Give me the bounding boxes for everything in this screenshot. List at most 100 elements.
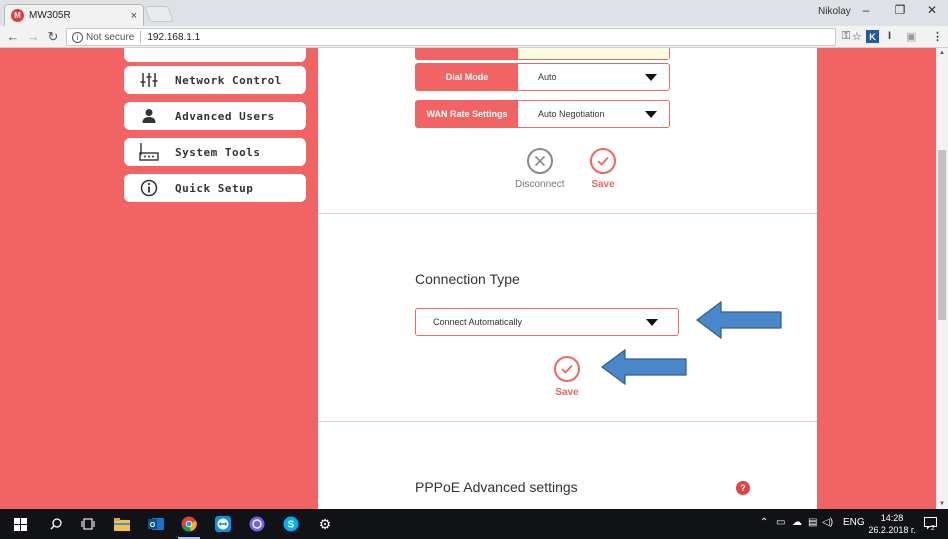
browser-toolbar: ← → ↻ i Not secure 192.168.1.1 ⚿ ☆ K I ▣… [0,26,948,48]
info-icon [138,179,160,197]
outlook-icon[interactable]: O [148,516,164,532]
active-app-indicator [178,537,200,539]
taskbar-clock[interactable]: 14:28 26.2.2018 г. [866,512,918,536]
pppoe-advanced-title: PPPoE Advanced settings [415,479,578,495]
key-icon[interactable]: ⚿ [842,30,851,42]
svg-text:S: S [288,520,295,531]
sidebar-item-label: Network Control [175,73,282,87]
mercusys-favicon-icon: M [11,9,24,22]
task-view-icon[interactable] [80,516,96,532]
tools-icon [138,143,160,161]
info-circle-icon[interactable]: i [72,31,83,43]
notification-count: 2 [931,525,935,532]
page-viewport: Network Control Advanced Users System To… [0,48,936,509]
network-icon[interactable]: ☁ [792,517,802,528]
extension-image-icon[interactable]: ▣ [906,31,917,43]
help-question-icon[interactable]: ? [736,481,750,495]
checkmark-circle-icon[interactable] [590,148,616,174]
sidebar-item-system-tools[interactable]: System Tools [124,138,306,166]
sidebar-item-label: System Tools [175,145,261,159]
section-divider [318,213,817,214]
bookmark-star-icon[interactable]: ☆ [852,31,862,43]
connection-type-select[interactable]: Connect Automatically [415,308,679,336]
section-divider [318,421,817,422]
connection-type-selected: Connect Automatically [433,317,523,327]
extension-k-icon[interactable]: K [866,30,879,43]
scroll-up-icon[interactable]: ▲ [939,50,945,56]
scroll-thumb[interactable] [938,150,946,320]
display-icon[interactable]: ▤ [808,517,818,528]
forward-arrow-icon[interactable]: → [26,29,40,44]
dial-mode-selected: Auto [538,72,557,82]
address-bar[interactable]: i Not secure 192.168.1.1 [66,28,836,46]
sidebar-item-quick-setup[interactable]: Quick Setup [124,174,306,202]
disconnect-label: Disconnect [515,179,565,190]
sidebar-item-partial[interactable] [124,48,306,62]
battery-icon[interactable]: ▭ [776,517,786,528]
dial-mode-select[interactable]: Dial Mode Auto [415,63,670,91]
minimize-button[interactable]: – [862,3,870,17]
dial-mode-label: Dial Mode [416,64,518,90]
connection-save-button[interactable]: Save [554,356,580,398]
user-icon [138,107,160,125]
new-tab-button[interactable] [144,6,174,22]
sidebar-item-network-control[interactable]: Network Control [124,66,306,94]
address-separator [140,31,142,43]
chrome-icon[interactable] [181,516,197,532]
tray-chevron-up-icon[interactable]: ⌃ [760,517,769,528]
url-text[interactable]: 192.168.1.1 [147,31,201,43]
security-status: Not secure [86,31,135,43]
svg-text:O: O [150,522,156,529]
partial-field-row[interactable] [415,48,670,60]
menu-kebab-icon[interactable]: ⋮ [932,31,943,43]
chevron-down-icon[interactable] [645,74,657,81]
browser-tab[interactable]: M MW305R × [4,4,144,26]
browser-titlebar: M MW305R × Nikolay – ❐ ✕ [0,0,948,26]
chevron-down-icon[interactable] [646,319,658,326]
sliders-icon [138,71,160,89]
main-content: Dial Mode Auto WAN Rate Settings Auto Ne… [318,48,817,509]
back-arrow-icon[interactable]: ← [6,29,20,44]
field-value[interactable] [518,48,669,59]
settings-gear-icon[interactable]: ⚙ [318,515,332,532]
page-scrollbar[interactable]: ▲ ▼ [936,48,948,509]
checkmark-circle-icon[interactable] [554,356,580,382]
field-label [416,48,518,59]
search-icon[interactable] [48,516,64,532]
volume-icon[interactable]: ◁) [822,517,834,528]
wan-rate-selected: Auto Negotiation [538,109,605,119]
windows-start-icon[interactable] [12,516,28,532]
tab-close-icon[interactable]: × [130,9,137,22]
language-indicator[interactable]: ENG [843,517,865,528]
disconnect-button[interactable]: Disconnect [515,148,564,190]
chevron-down-icon[interactable] [645,111,657,118]
restore-button[interactable]: ❐ [894,3,906,17]
annotation-arrow-icon [600,348,687,386]
windows-taskbar: O S ⚙ ⌃ ▭ ☁ ▤ ◁) ENG 14:28 26.2.2018 г. … [0,509,948,539]
clock-time: 14:28 [880,513,904,523]
clock-date: 26.2.2018 г. [868,525,916,535]
viber-icon[interactable] [249,516,265,532]
wan-rate-value[interactable]: Auto Negotiation [518,101,669,127]
close-circle-icon[interactable] [526,148,553,174]
file-explorer-icon[interactable] [114,516,130,532]
teamviewer-icon[interactable] [215,516,231,532]
tab-title: MW305R [29,10,71,21]
extension-i-icon[interactable]: I [888,30,892,42]
wan-rate-select[interactable]: WAN Rate Settings Auto Negotiation [415,100,670,128]
save-label: Save [555,387,579,398]
sidebar-item-label: Advanced Users [175,109,275,123]
profile-name[interactable]: Nikolay [818,6,851,17]
notification-center-icon[interactable] [924,517,938,533]
annotation-arrow-icon [696,300,782,340]
dial-mode-value[interactable]: Auto [518,64,669,90]
wan-save-button[interactable]: Save [590,148,616,190]
sidebar-item-advanced-users[interactable]: Advanced Users [124,102,306,130]
wan-rate-label: WAN Rate Settings [416,101,518,127]
close-window-button[interactable]: ✕ [926,3,938,17]
connection-type-title: Connection Type [415,271,520,287]
save-label: Save [591,179,615,190]
scroll-down-icon[interactable]: ▼ [939,501,945,507]
skype-icon[interactable]: S [283,516,299,532]
reload-icon[interactable]: ↻ [47,29,59,44]
